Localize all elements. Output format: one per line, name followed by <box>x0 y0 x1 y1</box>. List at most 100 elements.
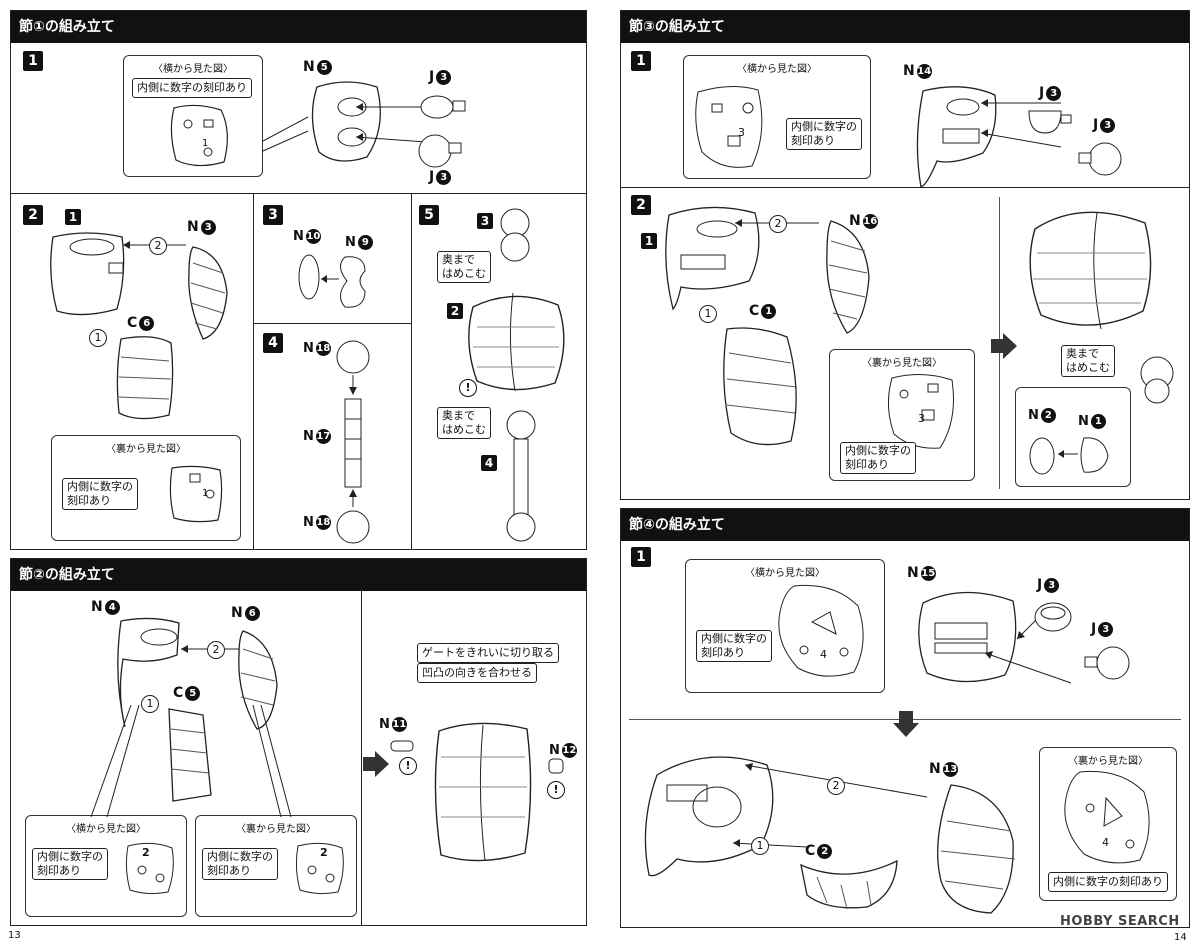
back-view-box-s3: 〈裏から見た図〉 3 内側に数字の刻印あり <box>829 349 975 481</box>
sub-step-1-s3: 1 <box>641 233 657 249</box>
part-inner-view <box>170 104 228 167</box>
part-assembly-1 <box>50 232 125 316</box>
inner-number-note: 内側に数字の刻印あり <box>132 78 252 98</box>
warning-icon-s5: ! <box>459 379 477 397</box>
push-note-s3: 奥まではめこむ <box>1061 345 1115 377</box>
arrow-num-2: 2 <box>149 237 167 255</box>
back-view-title-s2: 〈裏から見た図〉 <box>236 824 316 835</box>
part-assembly-s4 <box>644 756 774 877</box>
warning-icon-n11: ! <box>399 757 417 775</box>
part-n3 <box>188 246 228 340</box>
divider-v1 <box>253 193 254 549</box>
part-n2-n1 <box>1029 437 1109 475</box>
part-ball-top <box>500 208 530 262</box>
part-c2 <box>800 859 898 910</box>
inner-number-note-5: 内側に数字の刻印あり <box>786 118 862 150</box>
side-view-box-s2: 〈横から見た図〉 内側に数字の刻印あり 2 <box>25 815 187 917</box>
warning-icon-n12: ! <box>547 781 565 799</box>
embossed-4b: 4 <box>1102 836 1109 849</box>
embossed-3a: 3 <box>738 126 745 139</box>
arrow-num-2-s3: 2 <box>769 215 787 233</box>
part-n13 <box>937 784 1016 914</box>
part-c6 <box>116 336 174 420</box>
part-c5 <box>168 708 212 802</box>
part-j3-s3a <box>1028 110 1072 134</box>
step-badge-4: 4 <box>263 333 283 353</box>
back-view-box-s2: 〈裏から見た図〉 内側に数字の刻印あり 1 <box>51 435 241 541</box>
step-badge-2: 2 <box>23 205 43 225</box>
callout-lines <box>262 116 309 152</box>
gate-note: ゲートをきれいに切り取る <box>417 643 559 663</box>
back-view-title: 〈裏から見た図〉 <box>106 444 186 455</box>
step-badge-3-1: 1 <box>631 51 651 71</box>
part-ball-s3 <box>1140 356 1174 404</box>
section1-title: 節①の組み立て <box>11 11 586 43</box>
step-badge-3: 3 <box>263 205 283 225</box>
part-j3-bottom <box>418 134 462 168</box>
part-n15 <box>918 591 1017 683</box>
arrow-num-1-s4: 1 <box>751 837 769 855</box>
side-view-box-s3: 〈横から見た図〉 3 内側に数字の刻印あり <box>683 55 871 179</box>
divider-h3 <box>621 187 1189 188</box>
side-view-box: 〈横から見た図〉 内側に数字の刻印あり 1 <box>123 55 263 177</box>
back-view-title-s3: 〈裏から見た図〉 <box>862 358 942 369</box>
sub-step-2: 2 <box>447 303 463 319</box>
part-segment-2-assembled <box>434 722 532 862</box>
arrow-num-1-s3: 1 <box>699 305 717 323</box>
side-view-title-s2: 〈横から見た図〉 <box>66 824 146 835</box>
inner-number-note-6: 内側に数字の刻印あり <box>840 442 916 474</box>
sub-step-1: 1 <box>65 209 81 225</box>
step-badge-3-2: 2 <box>631 195 651 215</box>
section2-title: 節②の組み立て <box>11 559 586 591</box>
divider-v2 <box>411 193 412 549</box>
embossed-4a: 4 <box>820 648 827 661</box>
section3-title: 節③の組み立て <box>621 11 1189 43</box>
divider-h1 <box>11 193 586 194</box>
part-back-view-s2 <box>295 842 344 895</box>
back-view-title-s4: 〈裏から見た図〉 <box>1068 756 1148 767</box>
inner-number-note-3: 内側に数字の刻印あり <box>32 848 108 880</box>
part-j3-s4b <box>1084 646 1130 680</box>
part-back-view-s4 <box>1064 770 1150 864</box>
part-c1 <box>723 327 798 446</box>
part-n10-n9 <box>298 254 366 308</box>
box-leader-lines-s2 <box>90 704 292 818</box>
inner-number-note-8: 内側に数字の刻印あり <box>1048 872 1168 892</box>
next-arrow-icon <box>363 751 389 777</box>
part-side-view-s3 <box>695 86 763 168</box>
part-n11 <box>390 740 414 752</box>
page-number-left: 13 <box>8 930 21 941</box>
inner-number-note-2: 内側に数字の刻印あり <box>62 478 138 510</box>
arrow-num-1b: 1 <box>141 695 159 713</box>
step-badge-5: 5 <box>419 205 439 225</box>
part-segment-3-assembled <box>1029 211 1152 330</box>
part-n5 <box>311 81 381 162</box>
side-view-box-s4: 〈横から見た図〉 4 内側に数字の刻印あり <box>685 559 885 693</box>
arrows-j3 <box>355 103 427 143</box>
divider-h2 <box>253 323 411 324</box>
embossed-3b: 3 <box>918 412 925 425</box>
part-n16 <box>826 220 870 334</box>
side-view-title-s3: 〈横から見た図〉 <box>737 64 817 75</box>
